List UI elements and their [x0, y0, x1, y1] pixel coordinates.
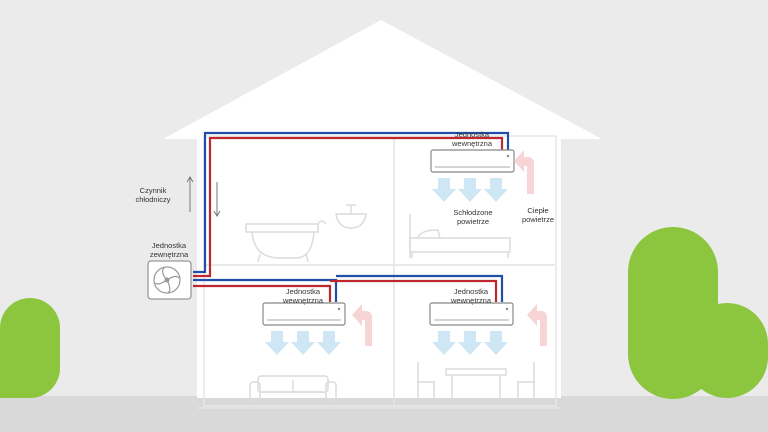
pipes-upper — [193, 131, 510, 278]
indoor-unit-top-right — [430, 149, 515, 173]
indoor-unit-bottom-right — [429, 302, 514, 326]
bed — [409, 214, 511, 258]
sink — [335, 204, 367, 229]
refrigerant-flow-arrows — [186, 176, 221, 217]
pipes-lower — [193, 274, 504, 302]
ground — [0, 396, 768, 432]
cooled-air-arrows-top-right — [432, 178, 508, 202]
warm-air-arrow-top-right — [514, 150, 534, 194]
indoor-unit-bottom-left — [262, 302, 346, 326]
outdoor-unit — [147, 260, 192, 300]
outdoor-unit-label: Jednostka zewnętrzna — [149, 241, 189, 259]
warm-air-arrow-bottom-right — [527, 304, 547, 346]
tree-left — [0, 298, 60, 398]
dining-table — [417, 362, 535, 400]
cooled-air-arrows-bottom-right — [432, 331, 508, 355]
cooled-air-label: Schłodzone powietrze — [453, 208, 493, 226]
bathtub — [245, 220, 327, 263]
indoor-unit-label-top-right: Jednostka wewnętrzna — [451, 130, 493, 148]
tree-right — [628, 227, 768, 399]
refrigerant-label: Czynnik chłodniczy — [135, 186, 171, 204]
warm-air-arrow-bottom-left — [352, 304, 372, 346]
indoor-unit-label-bottom-left: Jednostka wewnętrzna — [282, 287, 324, 305]
cooled-air-arrows-bottom-left — [265, 331, 341, 355]
indoor-unit-label-bottom-right: Jednostka wewnętrzna — [450, 287, 492, 305]
sofa — [249, 375, 337, 401]
warm-air-label: Ciepłe powietrze — [521, 206, 555, 224]
